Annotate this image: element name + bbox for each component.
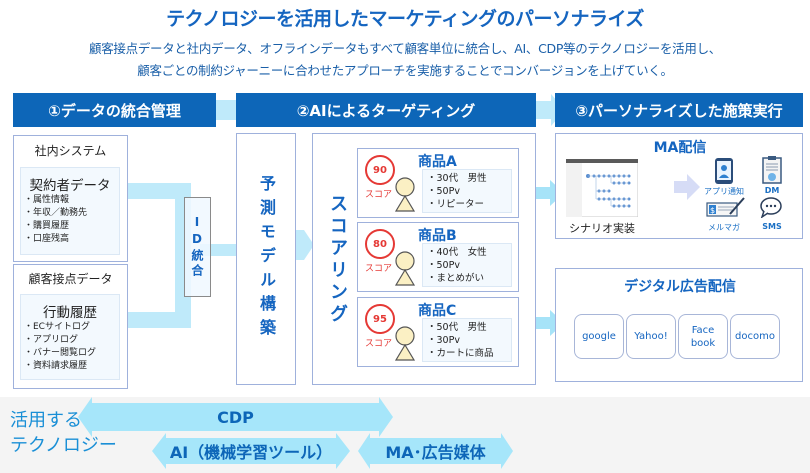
- ai-label: AI（機械学習ツール）: [169, 443, 333, 462]
- ma-ad-media-arrow: MA･広告媒体: [358, 433, 513, 469]
- product-details: ・50代 男性 ・30Pv ・カートに商品: [422, 318, 512, 362]
- score-badge: 95: [365, 304, 395, 334]
- score-label: スコア: [365, 264, 393, 274]
- channel-label-dm: DM: [764, 186, 780, 195]
- detail-line: ・50代 男性: [427, 322, 487, 333]
- tech-label-line: 活用する: [10, 410, 82, 431]
- detail-line: ・50Pv: [427, 260, 460, 271]
- detail-line: ・まとめがい: [427, 273, 485, 284]
- tech-label-line: テクノロジー: [10, 435, 117, 456]
- ai-arrow: AI（機械学習ツール）: [152, 433, 350, 469]
- cdp-label: CDP: [217, 407, 254, 427]
- subtitle-line-1: 顧客接点データと社内データ、オフラインデータもすべて顧客単位に統合し、AI、CD…: [89, 41, 721, 56]
- product-card-b: 商品B 80 スコア ・40代 女性 ・50Pv ・まとめがい: [357, 222, 519, 292]
- id-merge-label: ID統合: [190, 215, 204, 279]
- product-details: ・40代 女性 ・50Pv ・まとめがい: [422, 243, 512, 287]
- subtitle-line-2: 顧客ごとの制約ジャーニーに合わせたアプローチを実施することでコンバージョンを上げ…: [137, 63, 673, 78]
- detail-line: ・リピーター: [427, 199, 485, 210]
- ad-media-google: google: [574, 314, 624, 359]
- score-label: スコア: [365, 339, 393, 349]
- ma-delivery-panel: MA配信 シナリオ実装 アプリ通知 DM: [555, 133, 803, 239]
- detail-line: ・30Pv: [427, 335, 460, 346]
- smartphone-icon: [715, 158, 733, 184]
- behavior-item: ・アプリログ: [24, 335, 79, 345]
- product-name: 商品C: [418, 303, 457, 319]
- ad-media-label: Face: [691, 324, 715, 336]
- score-badge: 90: [365, 155, 395, 185]
- channel-label-sms: SMS: [762, 222, 782, 231]
- person-icon: [394, 251, 416, 286]
- ad-media-label: book: [690, 337, 716, 349]
- touchpoint-panel: 顧客接点データ 行動履歴 ・ECサイトログ ・アプリログ ・バナー閲覧ログ ・資…: [13, 264, 128, 389]
- ad-media-yahoo: Yahoo!: [626, 314, 676, 359]
- contract-item: ・年収／勤務先: [24, 208, 88, 218]
- arrow-model-to-scoring: [296, 230, 314, 260]
- internal-system-panel: 社内システム 契約者データ ・属性情報 ・年収／勤務先 ・購買履歴 ・口座残高: [13, 135, 128, 262]
- detail-line: ・50Pv: [427, 186, 460, 197]
- contract-data-box: 契約者データ ・属性情報 ・年収／勤務先 ・購買履歴 ・口座残高: [20, 167, 120, 255]
- contract-data-title: 契約者データ: [29, 178, 111, 194]
- connector-internal: [128, 183, 190, 199]
- product-name: 商品B: [418, 228, 457, 244]
- model-build-panel: 予測モデル構築: [236, 133, 296, 385]
- svg-text:$: $: [710, 206, 715, 215]
- step-1-header: ①データの統合管理: [13, 93, 216, 127]
- ad-media-label: docomo: [735, 331, 775, 342]
- person-icon: [394, 326, 416, 361]
- contract-item: ・属性情報: [24, 195, 70, 205]
- channel-label-app: アプリ通知: [704, 187, 744, 196]
- internal-system-title: 社内システム: [34, 144, 107, 158]
- model-build-label: 予測モデル構築: [257, 175, 276, 343]
- contract-item: ・口座残高: [24, 234, 70, 244]
- ad-media-label: google: [582, 331, 616, 342]
- contract-item: ・購買履歴: [24, 221, 70, 231]
- scenario-screenshot-thumbnail: [566, 159, 638, 217]
- header-connector-1: [215, 100, 240, 120]
- ma-ad-media-label: MA･広告媒体: [385, 443, 486, 462]
- behavior-item: ・バナー閲覧ログ: [24, 348, 97, 358]
- ad-media-docomo: docomo: [730, 314, 780, 359]
- product-details: ・30代 男性 ・50Pv ・リピーター: [422, 169, 512, 213]
- cdp-arrow: CDP: [78, 397, 393, 437]
- product-name: 商品A: [418, 154, 457, 170]
- chat-bubble-icon: [760, 197, 782, 218]
- detail-line: ・カートに商品: [427, 348, 494, 359]
- score-badge: 80: [365, 229, 395, 259]
- channel-label-mailmag: メルマガ: [708, 223, 740, 232]
- product-card-c: 商品C 95 スコア ・50代 男性 ・30Pv ・カートに商品: [357, 297, 519, 367]
- id-merge-box: ID統合: [184, 197, 211, 297]
- product-card-a: 商品A 90 スコア ・30代 男性 ・50Pv ・リピーター: [357, 148, 519, 218]
- arrow-scenario-to-channels: [674, 174, 700, 200]
- digital-ads-panel: デジタル広告配信 google Yahoo! Face book docomo: [555, 268, 803, 382]
- behavior-item: ・資料請求履歴: [24, 361, 88, 371]
- behavior-item: ・ECサイトログ: [24, 322, 90, 332]
- page-title: テクノロジーを活用したマーケティングのパーソナライズ: [166, 8, 644, 30]
- detail-line: ・30代 男性: [427, 173, 487, 184]
- scoring-label: スコアリング: [327, 194, 348, 326]
- step-2-header: ②AIによるターゲティング: [236, 93, 536, 127]
- step-3-header: ③パーソナライズした施策実行: [555, 93, 803, 127]
- check-pen-icon: $: [706, 197, 745, 217]
- ad-media-facebook: Face book: [678, 314, 728, 359]
- ma-title: MA配信: [653, 140, 707, 156]
- person-icon: [394, 177, 416, 212]
- connector-touchpoint: [128, 312, 190, 328]
- ad-media-label: Yahoo!: [634, 331, 668, 342]
- clipboard-icon: [762, 156, 782, 184]
- detail-line: ・40代 女性: [427, 247, 487, 258]
- behavior-history-box: 行動履歴 ・ECサイトログ ・アプリログ ・バナー閲覧ログ ・資料請求履歴: [20, 294, 120, 380]
- scenario-label: シナリオ実装: [569, 222, 635, 235]
- touchpoint-title: 顧客接点データ: [28, 272, 113, 286]
- ads-title: デジタル広告配信: [624, 279, 736, 295]
- tech-label: 活用する テクノロジー: [10, 408, 117, 458]
- score-label: スコア: [365, 190, 393, 200]
- behavior-history-title: 行動履歴: [43, 305, 97, 321]
